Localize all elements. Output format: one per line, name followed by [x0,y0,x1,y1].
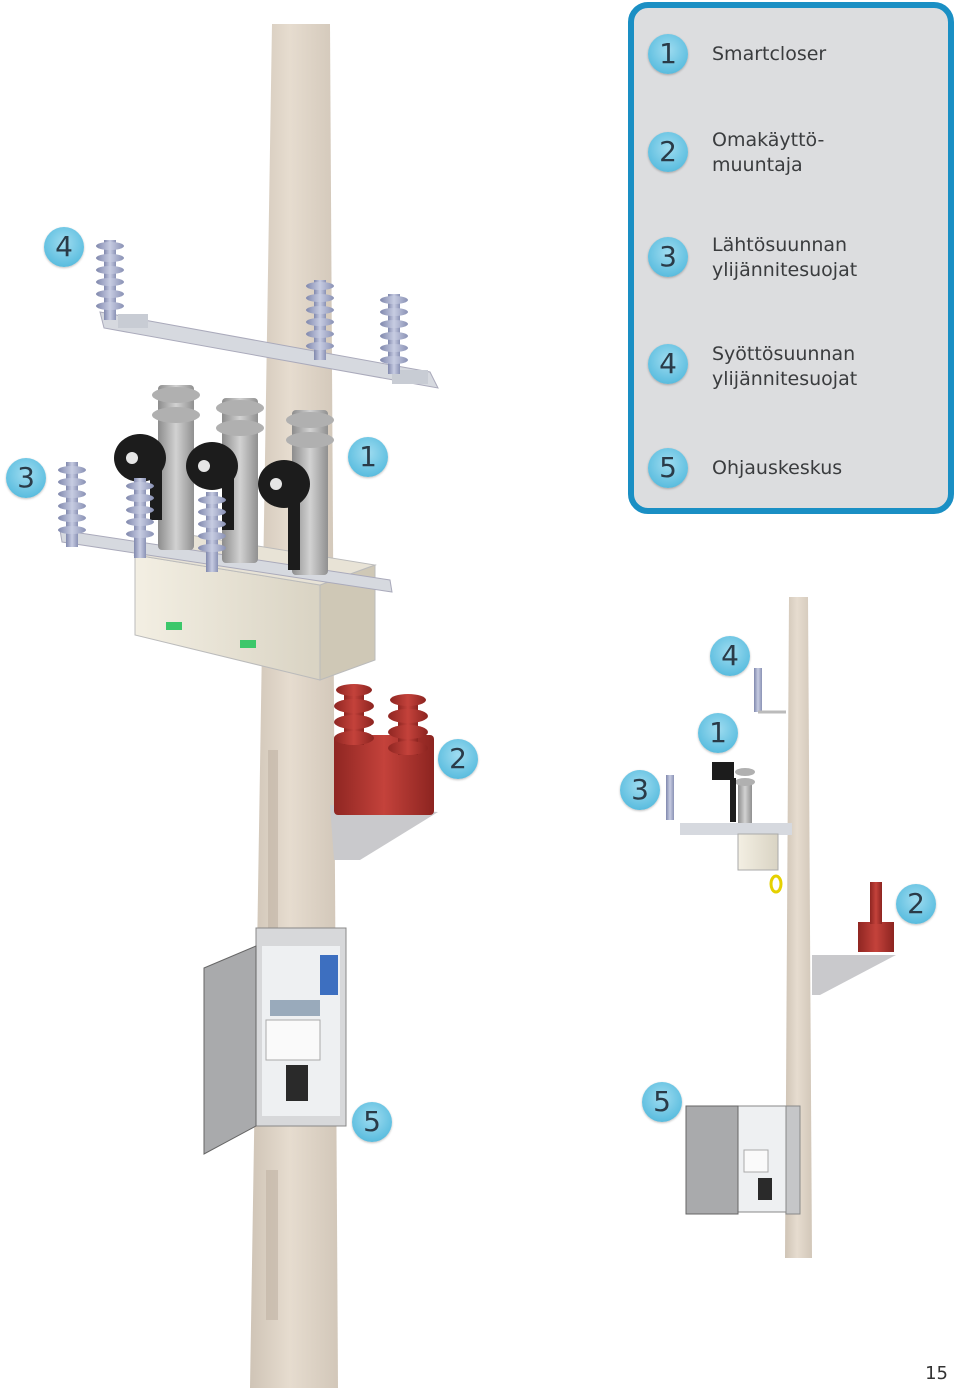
callout-small-3: 3 [620,770,660,810]
callout-large-3: 3 [6,458,46,498]
arrester-outgoing-small [666,775,674,820]
callout-small-1: 1 [698,713,738,753]
callout-large-1: 1 [348,437,388,477]
legend-label: Lähtösuunnan ylijännitesuojat [712,234,858,281]
concrete-pole-small [785,597,812,1258]
page-number: 15 [925,1363,948,1384]
upper-crossarm [99,311,439,389]
legend-label: Smartcloser [712,43,827,65]
callout-large-2: 2 [438,739,478,779]
control-cabinet-small [685,1105,801,1215]
auxiliary-transformer-small [812,882,896,995]
legend-number: 3 [648,237,688,277]
callout-large-5: 5 [352,1102,392,1142]
arrester-supply-small [754,668,786,714]
legend-number: 4 [648,344,688,384]
legend-number: 5 [648,448,688,488]
legend-label: Ohjauskeskus [712,457,843,479]
legend-box: 1 Smartcloser 2 Omakäyttö- muuntaja 3 Lä… [628,2,954,514]
callout-small-2: 2 [896,884,936,924]
auxiliary-transformer-large [330,684,438,860]
legend-label: Omakäyttö- muuntaja [712,129,825,176]
legend-label: Syöttösuunnan ylijännitesuojat [712,343,858,390]
callout-small-5: 5 [642,1082,682,1122]
control-cabinet-large [203,927,347,1155]
callout-small-4: 4 [710,636,750,676]
callout-large-4: 4 [44,227,84,267]
legend-number: 2 [648,132,688,172]
surge-arresters-outgoing [58,462,226,572]
smartcloser-small [680,762,792,894]
legend-number: 1 [648,34,688,74]
surge-arresters-supply [96,240,408,374]
